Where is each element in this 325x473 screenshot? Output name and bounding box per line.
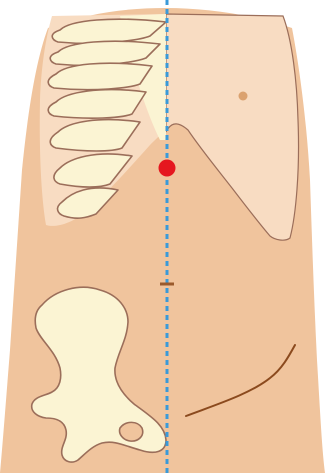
- nipple-mark: [239, 92, 248, 101]
- xiphoid-point-marker: [159, 160, 176, 177]
- pelvis-inner-hole: [120, 422, 143, 441]
